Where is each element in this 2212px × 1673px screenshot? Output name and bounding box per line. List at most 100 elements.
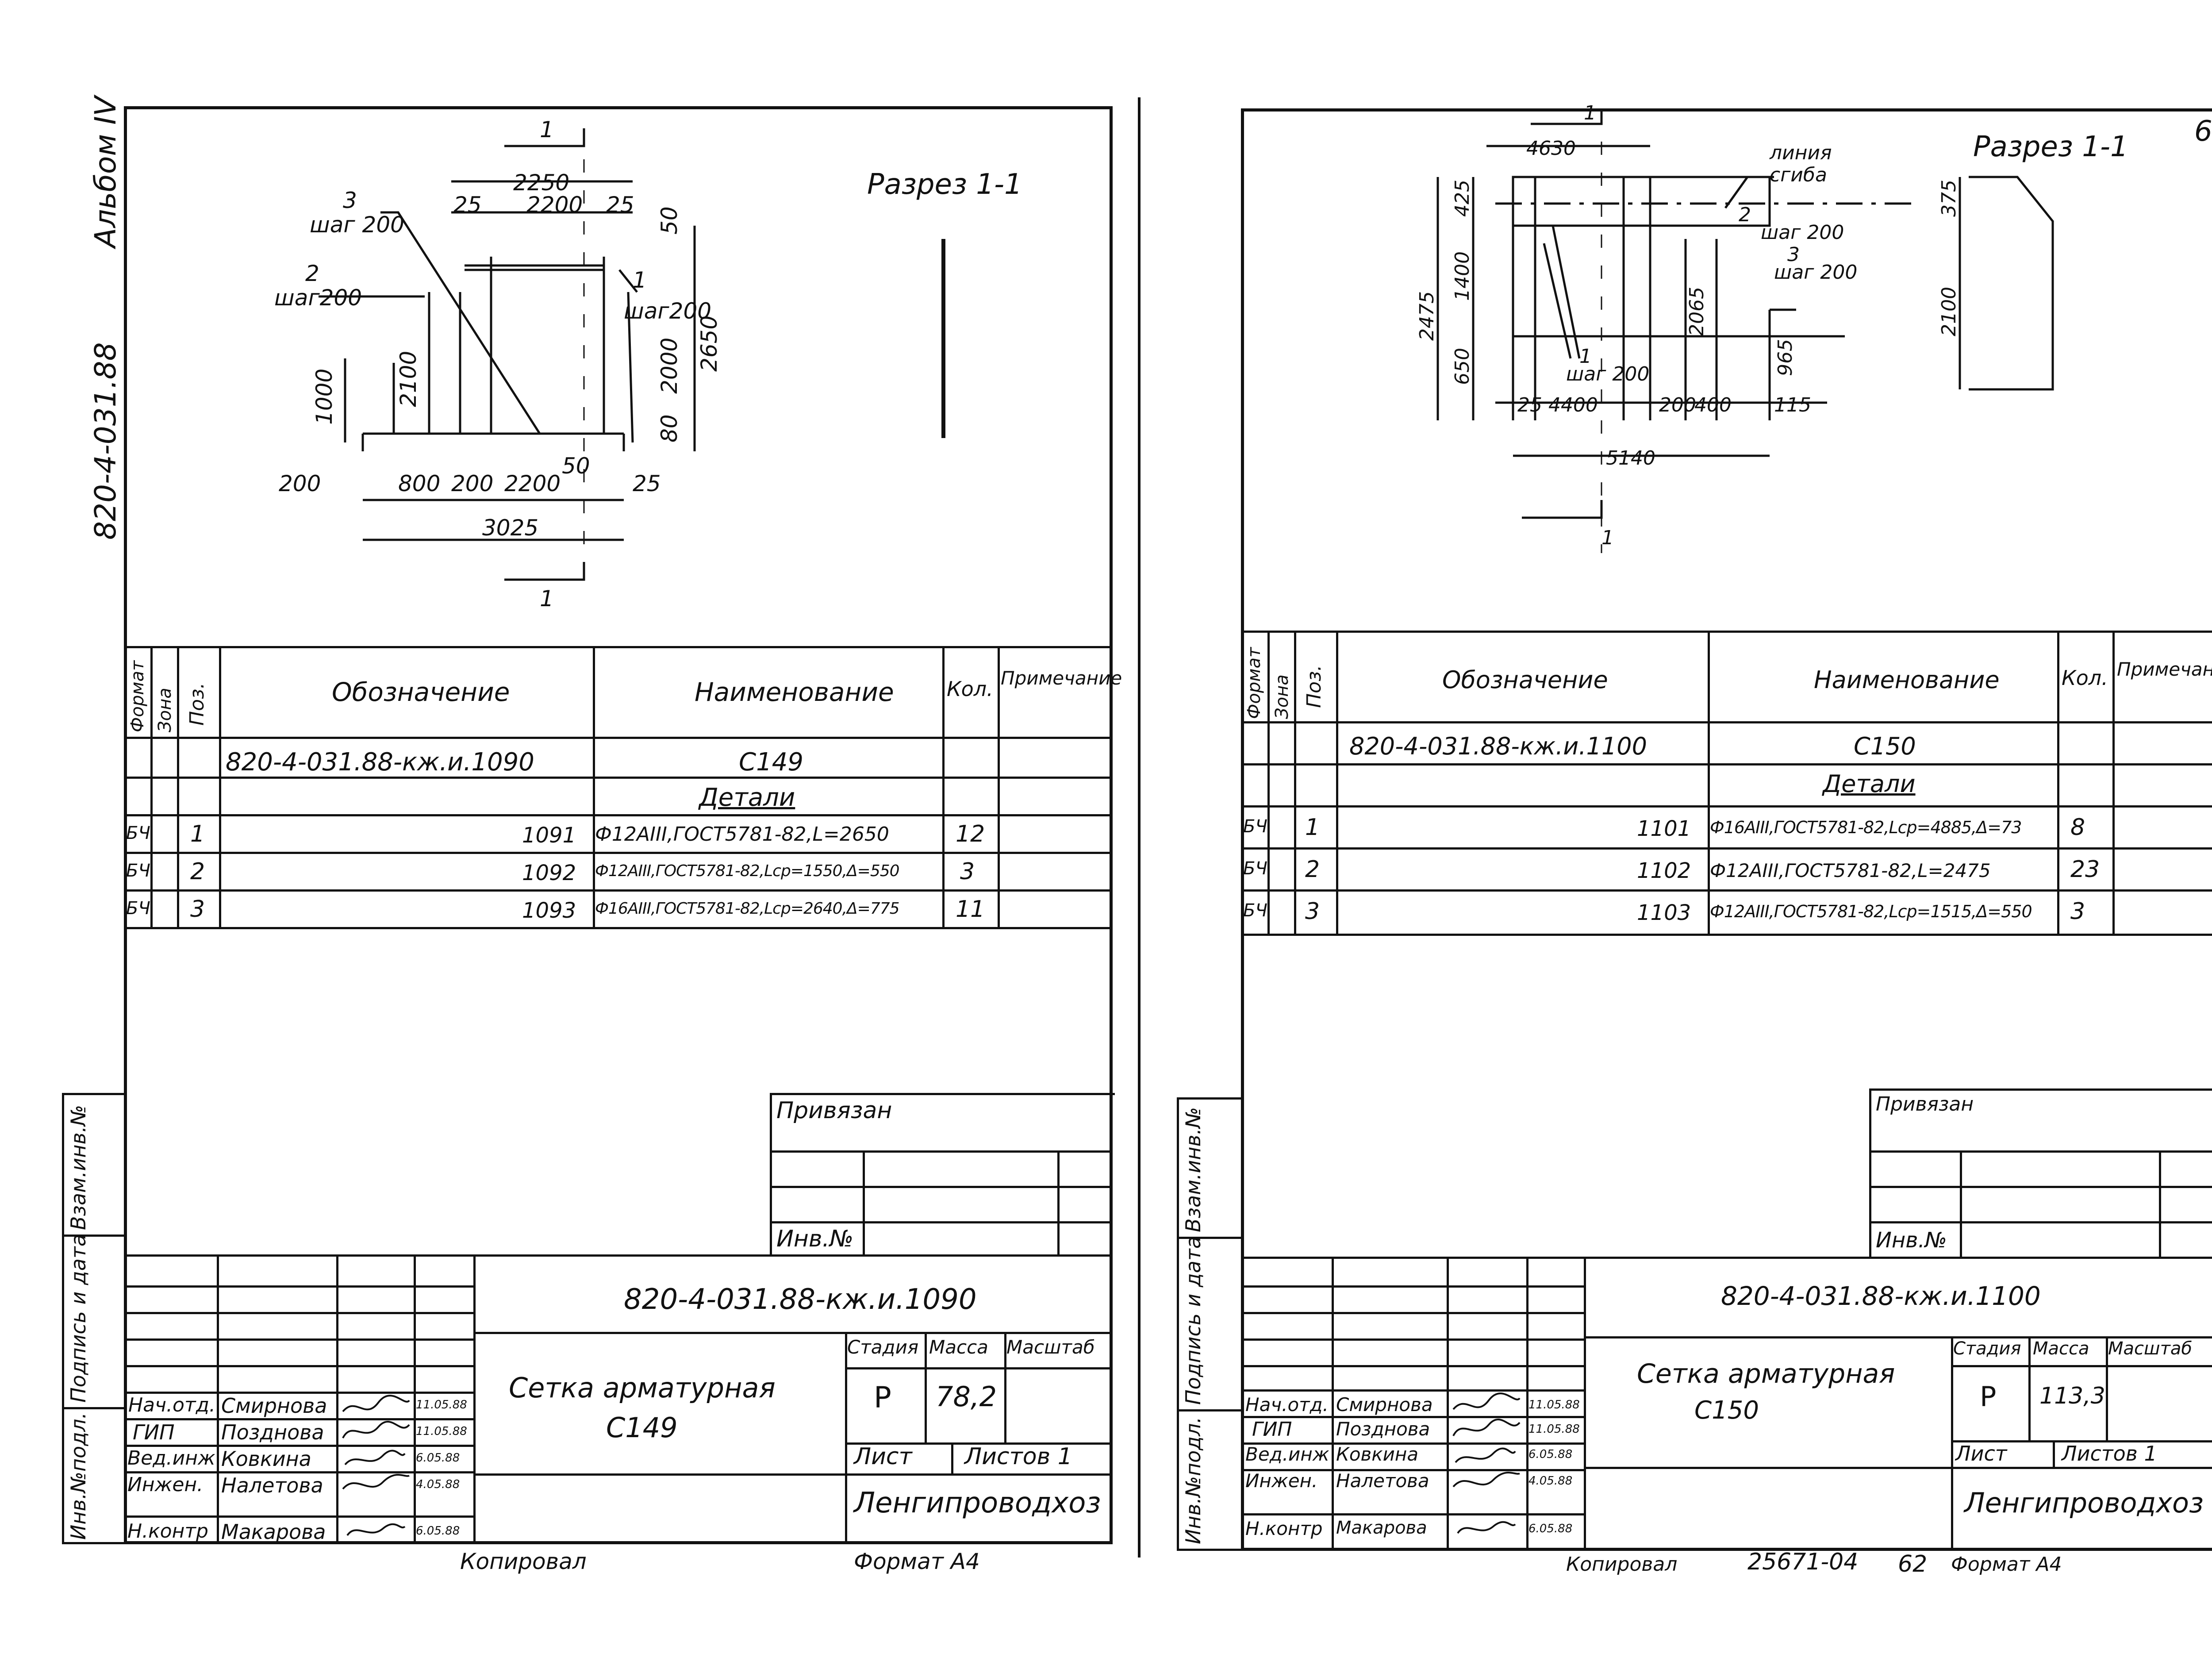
spec-name: Ф16АIII,ГОСТ5781-82,Lср=2640,Δ=775 — [595, 900, 900, 918]
spec-designation: 1093 — [522, 898, 576, 923]
left-dim-8: 2 — [305, 261, 319, 286]
left-inv-label: Инв.№ — [776, 1226, 854, 1252]
right-dim-15: 115 — [1774, 394, 1811, 416]
left-stamp-sheets-label: Листов 1 — [964, 1443, 1072, 1470]
spec-format: БЧ — [126, 898, 150, 919]
spec-qty: 12 — [956, 821, 985, 847]
left-dim-3: 2200 — [526, 192, 583, 218]
right-dim-4: сгиба — [1770, 164, 1827, 186]
person-role: Н.контр — [127, 1520, 208, 1542]
left-spec-header-note: Примечание — [1001, 667, 1122, 689]
spec-format: БЧ — [126, 861, 150, 881]
left-dim-6: 3 — [343, 188, 357, 213]
spec-name: Ф12АIII,ГОСТ5781-82,Lср=1550,Δ=550 — [595, 862, 900, 880]
person-name: Смирнова — [221, 1394, 327, 1418]
right-dim-12: 4400 — [1548, 394, 1598, 416]
left-dim-1: 1 — [540, 117, 554, 142]
right-dim-3: линия — [1769, 142, 1832, 164]
person-date: 6.05.88 — [1528, 1522, 1573, 1535]
right-section-view: 375 2100 — [1938, 176, 2054, 391]
person-name: Налетова — [221, 1473, 323, 1497]
right-stamp-org: Ленгипроводхоз — [1964, 1487, 2204, 1519]
right-dim-14: 400 — [1694, 394, 1732, 416]
person-date: 11.05.88 — [1528, 1423, 1580, 1436]
right-stamp-title-2: С150 — [1694, 1396, 1759, 1425]
person-role: ГИП — [133, 1420, 175, 1444]
left-series-label: 820-4-031.88 — [88, 342, 123, 540]
spec-designation: 1101 — [1637, 816, 1691, 841]
left-dim-12: 50 — [562, 453, 590, 479]
right-privyazan-label: Привязан — [1876, 1093, 1974, 1115]
person-role: Нач.отд. — [1245, 1394, 1329, 1415]
left-dim-4: 25 — [453, 192, 482, 218]
right-dim-6: шаг 200 — [1761, 221, 1844, 244]
left-spec-header-designation: Обозначение — [332, 677, 510, 707]
person-role: Вед.инж — [127, 1447, 215, 1469]
person-role: Н.контр — [1245, 1518, 1323, 1539]
left-stamp-mass-label: Масса — [929, 1336, 988, 1358]
person-date: 4.05.88 — [416, 1478, 460, 1491]
right-copy-number: 25671-04 — [1747, 1549, 1859, 1575]
left-stamp-scale-label: Масштаб — [1006, 1336, 1095, 1358]
right-dim-5: 2 — [1739, 204, 1751, 226]
spec-designation: 820-4-031.88-кж.и.1090 — [226, 748, 534, 777]
person-date: 4.05.88 — [1528, 1474, 1573, 1488]
left-dim-2: 2250 — [513, 170, 569, 196]
left-signatures — [342, 1395, 410, 1536]
right-spec-header-name: Наименование — [1814, 666, 2000, 694]
spec-pos: 1 — [1305, 814, 1320, 841]
left-stamp-title-1: Сетка арматурная — [509, 1372, 776, 1404]
right-spec-header-qty: Кол. — [2062, 666, 2108, 690]
right-vdim-2: 1400 — [1451, 251, 1474, 301]
person-name: Ковкина — [221, 1447, 311, 1471]
right-spec-header-pos: Поз. — [1303, 665, 1325, 708]
left-vdim-6: 80 — [657, 414, 682, 442]
spec-designation: 1103 — [1637, 900, 1691, 925]
right-dim-10: шаг 200 — [1566, 363, 1649, 385]
left-vdim-2: 2650 — [696, 315, 722, 372]
right-dim-7: 3 — [1787, 243, 1800, 266]
person-date: 11.05.88 — [1528, 1398, 1580, 1411]
person-name: Макарова — [221, 1520, 326, 1544]
person-name: Позднова — [1336, 1418, 1430, 1440]
right-stamp-mass: 113,3 — [2039, 1383, 2105, 1409]
spec-pos: 3 — [190, 896, 205, 923]
spec-qty: 11 — [956, 896, 985, 923]
right-spec-header-designation: Обозначение — [1442, 666, 1608, 694]
spec-designation: 1091 — [522, 823, 576, 848]
person-role: ГИП — [1252, 1418, 1292, 1441]
person-date: 6.05.88 — [1528, 1448, 1573, 1461]
left-stamp-org: Ленгипроводхоз — [854, 1487, 1101, 1519]
spec-qty: 8 — [2070, 814, 2085, 841]
spec-format: БЧ — [1243, 900, 1267, 921]
left-dim-7: шаг 200 — [310, 212, 404, 238]
center-divider — [1138, 97, 1141, 1558]
person-name: Макарова — [1336, 1518, 1427, 1538]
spec-designation: 1092 — [522, 861, 576, 885]
left-stamp-stage: Р — [874, 1381, 891, 1415]
left-spec-header-zone: Зона — [155, 688, 175, 732]
spec-qty: 3 — [960, 858, 975, 885]
left-vdim-3: 2100 — [396, 351, 421, 407]
right-frame — [1241, 108, 2212, 1551]
right-page-number: 61 — [2194, 115, 2212, 148]
left-dim-15: 200 — [451, 471, 493, 496]
left-side-label-3: Инв.№подл. — [66, 1412, 90, 1540]
spec-designation: 1102 — [1637, 858, 1691, 883]
spec-pos: 1 — [190, 821, 205, 847]
right-copy-page: 62 — [1898, 1551, 1928, 1577]
spec-name: Детали — [1823, 770, 1916, 798]
spec-name: Ф12АIII,ГОСТ5781-82,L=2650 — [595, 823, 889, 846]
spec-name: Ф12АIII,ГОСТ5781-82,L=2475 — [1710, 860, 1991, 881]
right-vdim-3: 650 — [1451, 348, 1474, 385]
left-stamp-code: 820-4-031.88-кж.и.1090 — [624, 1283, 977, 1316]
person-role: Нач.отд. — [128, 1394, 215, 1416]
spec-format: БЧ — [1243, 858, 1267, 879]
right-stamp-code: 820-4-031.88-кж.и.1100 — [1721, 1281, 2041, 1311]
left-album-label: Альбом IV — [88, 96, 123, 248]
right-format-label: Формат А4 — [1951, 1553, 2062, 1576]
right-copied-label: Копировал — [1566, 1553, 1678, 1576]
right-spec-header-format: Формат — [1244, 647, 1264, 719]
person-name: Позднова — [221, 1420, 324, 1444]
left-stamp-title-2: С149 — [606, 1411, 678, 1444]
